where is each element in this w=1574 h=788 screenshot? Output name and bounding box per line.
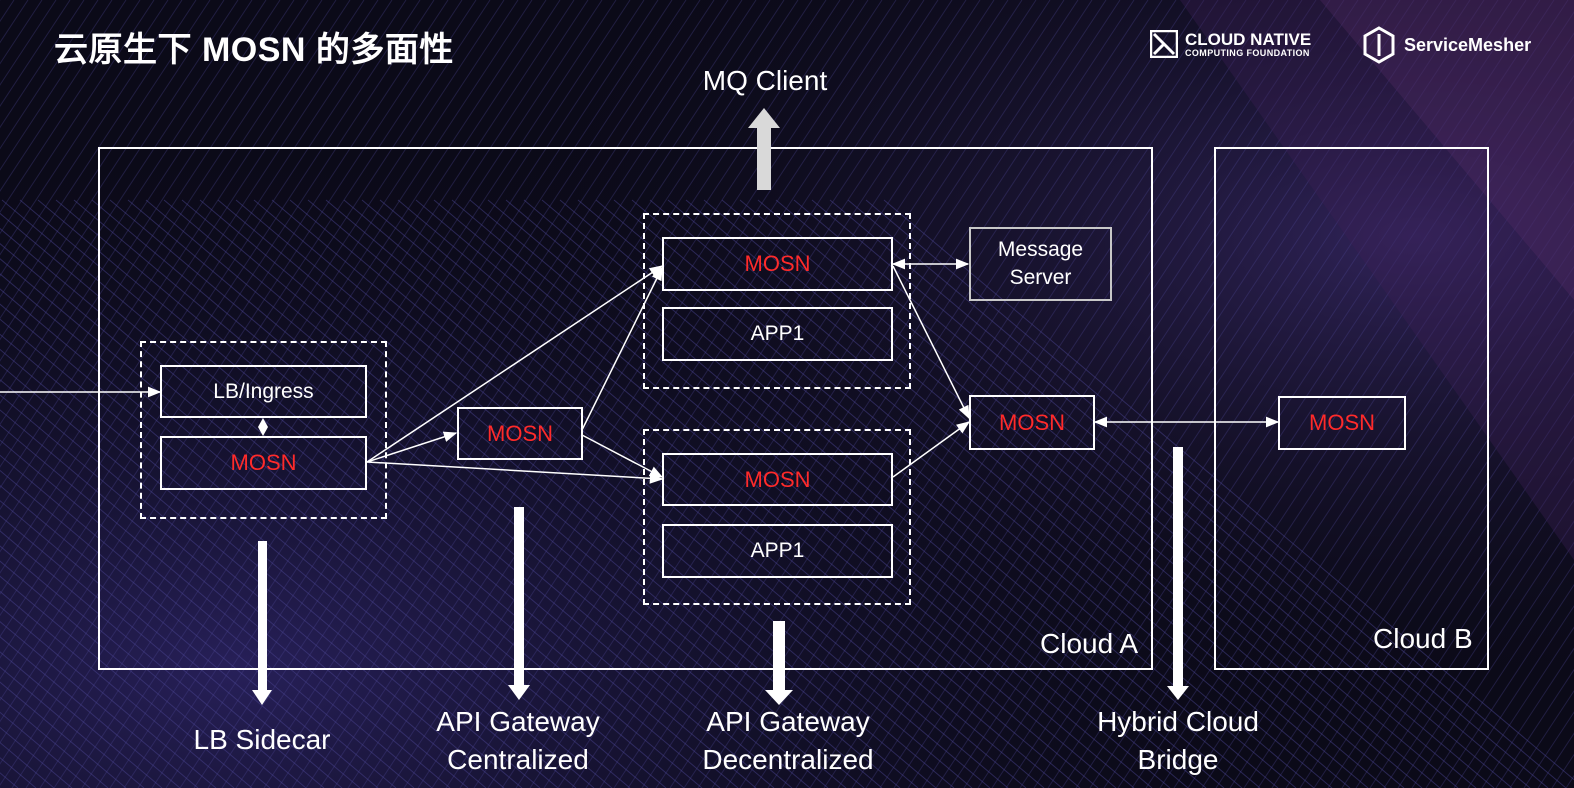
api-decentralized-line2: Decentralized <box>702 744 874 775</box>
servicemesher-logo: ServiceMesher <box>1362 26 1531 64</box>
cncf-line2: COMPUTING FOUNDATION <box>1185 47 1310 58</box>
app1-top-node: APP1 <box>662 307 893 361</box>
hybrid-label: Hybrid Cloud Bridge <box>1068 703 1288 779</box>
cncf-line1: CLOUD NATIVE <box>1185 29 1312 49</box>
mosn-app-bottom-node: MOSN <box>662 453 893 506</box>
mq-client-arrow <box>748 108 780 190</box>
mosn-gateway-node: MOSN <box>457 407 583 460</box>
mosn-lb-node: MOSN <box>160 436 367 490</box>
lb-ingress-node: LB/Ingress <box>160 365 367 418</box>
app-top-group <box>643 213 911 389</box>
mosn-app-top-node: MOSN <box>662 237 893 291</box>
page-title: 云原生下 MOSN 的多面性 <box>54 31 454 69</box>
api-decentralized-line1: API Gateway <box>706 706 870 737</box>
cloud-b-frame <box>1214 147 1489 670</box>
message-server-node: Message Server <box>969 227 1112 301</box>
lb-sidecar-group <box>140 341 387 519</box>
api-centralized-arrow <box>508 507 530 700</box>
hybrid-line1: Hybrid Cloud <box>1097 706 1259 737</box>
cncf-icon <box>1150 30 1178 58</box>
servicemesher-icon <box>1363 26 1395 64</box>
hybrid-line2: Bridge <box>1137 744 1219 775</box>
app1-bottom-node: APP1 <box>662 524 893 578</box>
lb-sidecar-arrow <box>252 541 272 705</box>
api-centralized-line2: Centralized <box>447 744 589 775</box>
api-centralized-label: API Gateway Centralized <box>418 703 618 779</box>
api-centralized-line1: API Gateway <box>436 706 600 737</box>
lb-mosn-link-icon <box>258 418 268 436</box>
api-decentralized-arrow <box>765 621 793 705</box>
app-bottom-group <box>643 429 911 605</box>
cloud-a-label: Cloud A <box>1040 628 1139 659</box>
mosn-bridge-a-node: MOSN <box>969 395 1095 450</box>
mosn-bridge-b-node: MOSN <box>1278 396 1406 450</box>
lb-sidecar-label: LB Sidecar <box>193 724 331 755</box>
cloud-a-frame <box>98 147 1153 670</box>
cncf-logo: CLOUD NATIVE COMPUTING FOUNDATION <box>1150 30 1311 58</box>
cloud-b-label: Cloud B <box>1373 623 1473 654</box>
mq-client-label: MQ Client <box>702 65 828 96</box>
servicemesher-text: ServiceMesher <box>1404 34 1532 55</box>
api-decentralized-label: API Gateway Decentralized <box>678 703 898 779</box>
hybrid-bridge-arrow <box>1167 447 1189 700</box>
